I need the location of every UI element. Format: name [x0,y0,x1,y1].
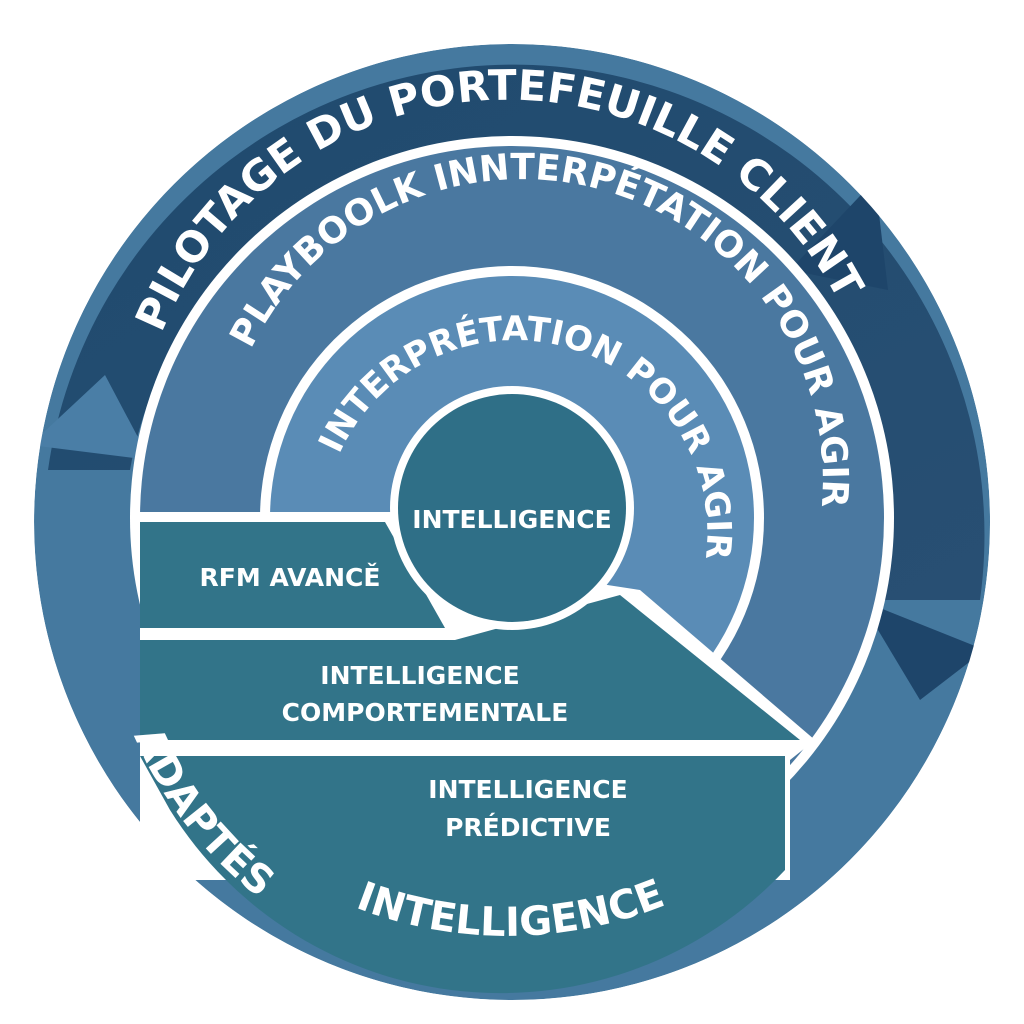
band-rfm-label: RFM AVANCĚ [200,563,381,592]
outer-ring-dark-arc [48,64,985,600]
band-comportementale-line2: COMPORTEMENTALE [282,698,569,727]
band-rfm [140,522,445,628]
core-label: INTELLIGENCE [412,505,611,534]
band-comportementale-line1: INTELLIGENCE [320,661,519,690]
arrow-head-left-icon [30,375,150,460]
band-comportementale [140,595,800,740]
band-predictive [140,756,785,994]
band-predictive-line1: INTELLIGENCE [428,775,627,804]
band-stack [140,512,815,994]
core-circle [398,394,626,622]
band-predictive-line2: PRÉDICTIVE [445,813,611,842]
arrow-head-topright-icon [790,180,888,290]
arrow-head-right-icon [860,600,985,700]
